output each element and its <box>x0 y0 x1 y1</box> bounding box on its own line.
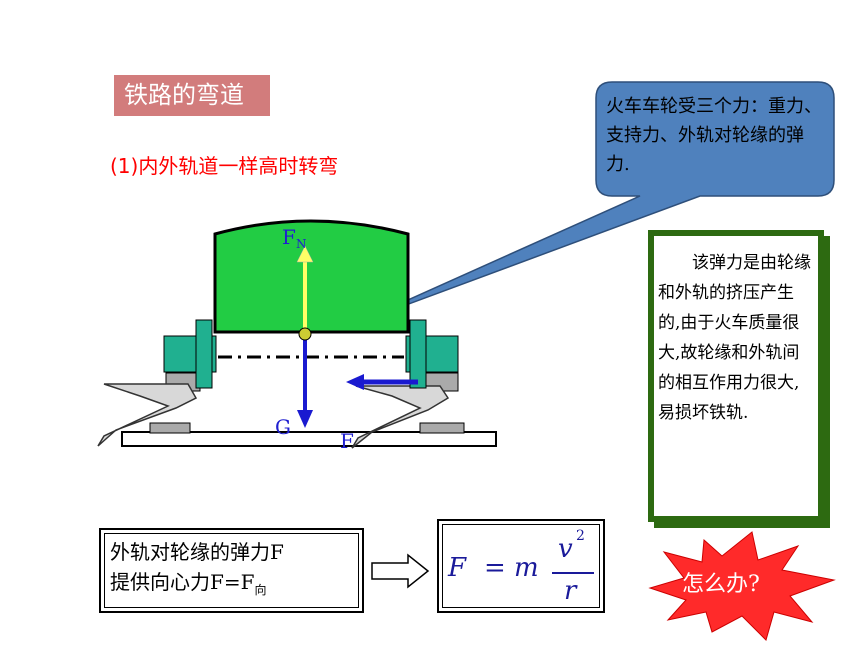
explanation-text: 该弹力是由轮缘和外轨的挤压产生的,由于火车质量很大,故轮缘和外轨间的相互作用力很… <box>658 253 811 423</box>
explanation-box <box>648 230 824 522</box>
left-rail <box>97 383 198 447</box>
right-rail <box>351 385 450 449</box>
g-label: G <box>275 415 291 439</box>
formula-eq: = <box>484 553 506 583</box>
fraction-bar <box>552 572 594 574</box>
train-body <box>213 219 410 334</box>
fn-label: F <box>282 225 296 249</box>
formula-f: F <box>448 553 467 583</box>
star-text: 怎么办? <box>682 572 760 597</box>
formula-desc-sub: 向 <box>254 583 267 597</box>
fn-sub-label: N <box>296 237 307 251</box>
formula-exponent: 2 <box>576 528 585 544</box>
star-burst <box>648 531 836 641</box>
formula-m: m <box>514 553 539 583</box>
formula-desc-line2: 提供向心力F=F向 <box>110 566 267 598</box>
ground-plate <box>121 431 497 447</box>
formula-desc-line1: 外轨对轮缘的弹力F <box>110 540 284 564</box>
callout-bubble <box>351 81 835 326</box>
f-label: F <box>340 429 354 453</box>
formula-desc-line2-text: 提供向心力F=F <box>110 570 255 594</box>
slide-title: 铁路的弯道 <box>114 75 270 116</box>
formula-desc-box <box>99 528 364 613</box>
formula-r: r <box>564 576 577 606</box>
hollow-arrow <box>371 553 430 589</box>
callout-text: 火车车轮受三个力：重力、支持力、外轨对轮缘的弹力. <box>606 96 822 175</box>
slide-subtitle: (1)内外轨道一样高时转弯 <box>110 154 339 178</box>
formula-v: v <box>558 534 573 564</box>
formula-box <box>437 519 605 613</box>
